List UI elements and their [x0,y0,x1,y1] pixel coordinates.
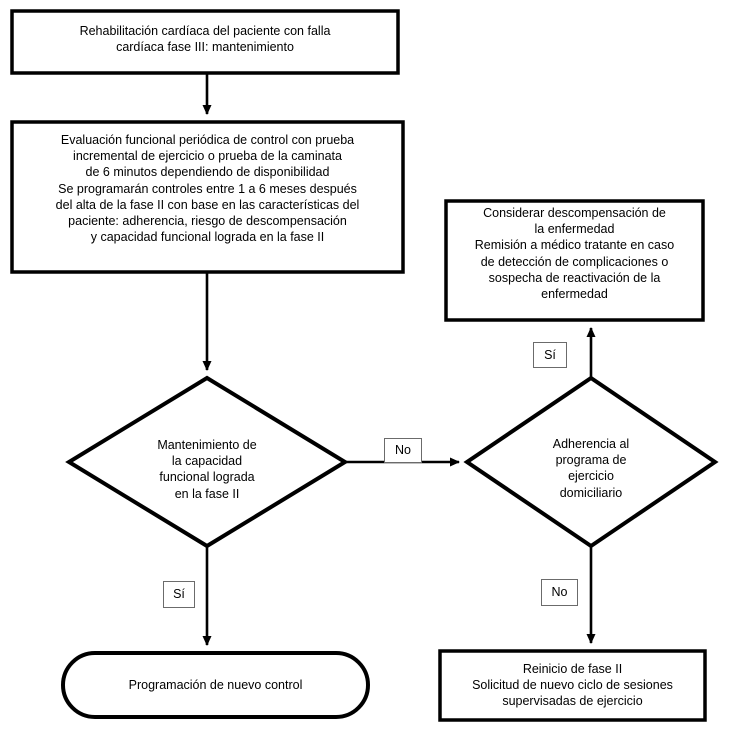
node-shape-evaluation [10,120,405,274]
node-shape-restart-phase2 [438,649,707,722]
edge-label-adherence-no: No [541,579,578,606]
node-shape-decompensation [444,199,705,322]
node-shape-start [10,9,400,75]
edge-label-adherence-yes: Sí [533,342,567,368]
edge-label-maintenance-yes: Sí [163,581,195,608]
node-shape-maintenance-decision [65,375,349,549]
edge-label-maintenance-no: No [384,438,422,463]
node-shape-adherence-decision [463,375,719,549]
node-shape-new-control [61,651,370,719]
